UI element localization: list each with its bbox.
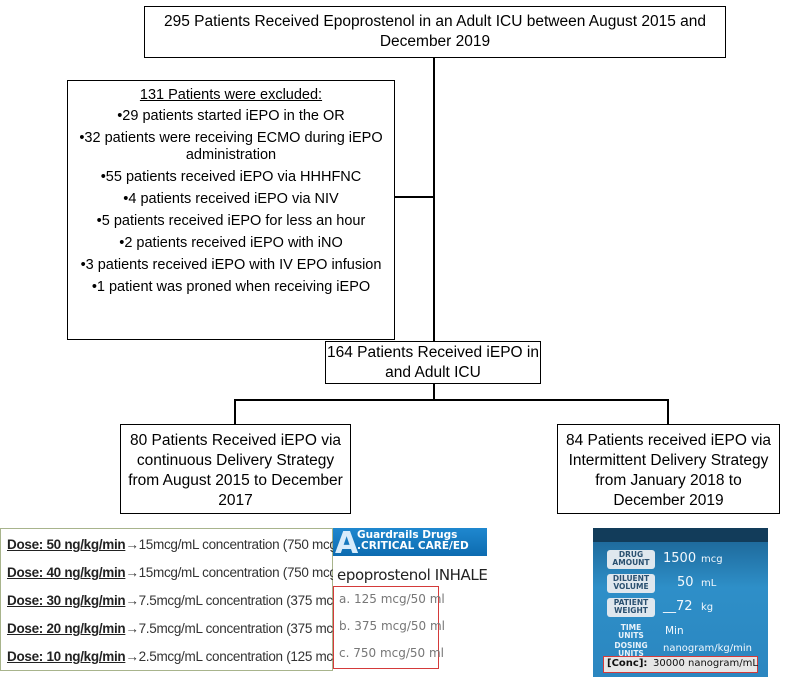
intermittent-pump-screen: DRUG AMOUNT 1500 mcg DILUENT VOLUME 50 m… [593, 528, 768, 677]
dose-label: Dose: 30 ng/kg/min [7, 593, 126, 608]
dose-row: Dose: 10 ng/kg/min→2.5mcg/mL concentrati… [7, 649, 381, 664]
dosing-units-label: DOSING UNITS [614, 641, 648, 658]
patient-weight-label: PATIENT WEIGHT [607, 598, 655, 617]
excluded-item: •55 patients received iEPO via HHHFNC [100, 169, 362, 185]
arrow-right-icon: → [125, 537, 139, 552]
excluded-item: •2 patients received iEPO with iNO [119, 235, 343, 251]
dose-label: Dose: 50 ng/kg/min [7, 537, 126, 552]
concentration-option: a. 125 mcg/50 ml [339, 592, 445, 606]
arrow-right-icon: → [125, 593, 139, 608]
adult-icu-patients-text: 164 Patients Received iEPO in and Adult … [327, 344, 539, 381]
concentration-options-highlight [333, 586, 439, 669]
dose-label: Dose: 10 ng/kg/min [7, 649, 126, 664]
guardrails-header: Guardrails Drugs .CRITICAL CARE/ED [357, 530, 469, 552]
drug-amount-value: 1500 [663, 551, 697, 566]
guardrails-logo: A [335, 528, 359, 561]
dose-concentration: 2.5mcg/mL concentration (125 mcg/50mL) [138, 649, 381, 664]
excluded-item: •5 patients received iEPO for less an ho… [96, 213, 366, 229]
continuous-strategy-box: 80 Patients Received iEPO via continuous… [120, 424, 351, 514]
dose-row: Dose: 40 ng/kg/min→15mcg/mL concentratio… [7, 565, 377, 580]
arrow-right-icon: → [125, 621, 139, 636]
intermittent-strategy-box: 84 Patients received iEPO via Intermitte… [557, 424, 780, 514]
dose-concentration: 15mcg/mL concentration (750 mcg/50mL) [138, 565, 378, 580]
continuous-strategy-text: 80 Patients Received iEPO via continuous… [128, 432, 343, 509]
dose-concentration: 7.5mcg/mL concentration (375 mcg/50mL) [138, 621, 381, 636]
concentration-option: b. 375 mcg/50 ml [339, 619, 446, 633]
dosing-units-value: nanogram/kg/min [663, 643, 752, 654]
connector-top-vertical [433, 58, 435, 341]
pump-header-bar [333, 528, 487, 556]
pump-screen-top-bar [593, 528, 768, 542]
excluded-item: •32 patients were receiving ECMO during … [79, 130, 383, 163]
excluded-item: •29 patients started iEPO in the OR [117, 108, 345, 124]
excluded-item: •4 patients received iEPO via NIV [123, 191, 339, 207]
dose-concentration: 15mcg/mL concentration (750 mcg/50mL) [138, 537, 378, 552]
guardrails-header-line1: Guardrails Drugs [357, 529, 458, 541]
dose-concentration: 7.5mcg/mL concentration (375 mcg/50mL) [138, 593, 381, 608]
dose-concentration-table: Dose: 50 ng/kg/min→15mcg/mL concentratio… [0, 528, 381, 671]
dose-row: Dose: 30 ng/kg/min→7.5mcg/mL concentrati… [7, 593, 381, 608]
adult-icu-patients-box: 164 Patients Received iEPO in and Adult … [325, 341, 541, 384]
concentration-option: c. 750 mcg/50 ml [339, 646, 444, 660]
total-patients-text: 295 Patients Received Epoprostenol in an… [163, 13, 706, 50]
pump-drug-name: epoprostenol INHALE [337, 566, 487, 584]
excluded-item: •3 patients received iEPO with IV EPO in… [80, 257, 382, 273]
time-units-label: TIME UNITS [618, 623, 644, 640]
diluent-volume-value: 50 [677, 575, 694, 590]
intermittent-strategy-text: 84 Patients received iEPO via Intermitte… [565, 432, 772, 509]
concentration-label: [Conc]: [607, 658, 648, 669]
total-patients-box: 295 Patients Received Epoprostenol in an… [144, 6, 726, 58]
arrow-right-icon: → [125, 565, 139, 580]
arrow-right-icon: → [125, 649, 139, 664]
connector-right-vertical [667, 399, 669, 424]
concentration-value: 30000 nanogram/mL [653, 658, 758, 669]
diluent-volume-label: DILUENT VOLUME [607, 574, 655, 593]
drug-amount-unit: mcg [701, 554, 723, 565]
time-units-value: Min [665, 625, 684, 637]
patient-weight-unit: kg [701, 602, 714, 613]
excluded-patients-box: 131 Patients were excluded: •29 patients… [67, 80, 395, 340]
connector-middle-vertical [433, 384, 435, 400]
dose-label: Dose: 40 ng/kg/min [7, 565, 126, 580]
dose-row: Dose: 20 ng/kg/min→7.5mcg/mL concentrati… [7, 621, 381, 636]
excluded-item: •1 patient was proned when receiving iEP… [91, 279, 371, 295]
connector-left-vertical [234, 399, 236, 424]
patient-weight-value: __72 [663, 599, 693, 614]
concentration-highlight [603, 656, 758, 673]
dose-label: Dose: 20 ng/kg/min [7, 621, 126, 636]
guardrails-header-line2: .CRITICAL CARE/ED [357, 540, 469, 552]
diluent-volume-unit: mL [701, 578, 717, 589]
dose-row: Dose: 50 ng/kg/min→15mcg/mL concentratio… [7, 537, 377, 552]
continuous-pump-screen: A Guardrails Drugs .CRITICAL CARE/ED epo… [333, 528, 487, 671]
connector-split-horizontal [234, 399, 669, 401]
excluded-header: 131 Patients were excluded: [139, 87, 323, 103]
connector-exclusion-horizontal [395, 196, 434, 198]
drug-amount-label: DRUG AMOUNT [607, 550, 655, 569]
